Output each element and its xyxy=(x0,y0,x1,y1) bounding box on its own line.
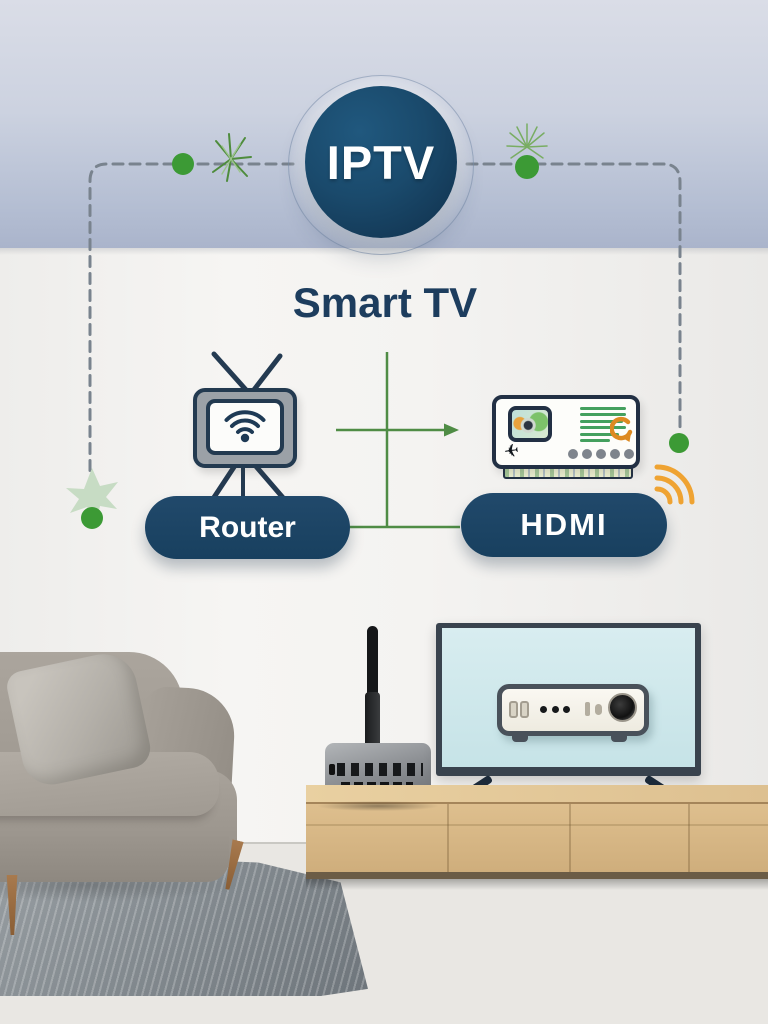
router-port xyxy=(329,764,335,775)
stb-marking xyxy=(595,704,602,715)
armchair xyxy=(0,640,295,950)
stb-lens-dial xyxy=(608,693,637,722)
smart-tv-title: Smart TV xyxy=(292,279,478,326)
stb-marking xyxy=(585,702,590,716)
stb-button-dot xyxy=(540,706,547,713)
set-top-box-on-screen xyxy=(497,684,649,736)
media-console xyxy=(306,785,768,891)
stb-knob xyxy=(520,701,529,718)
console-seam xyxy=(447,804,449,872)
hdmi-node-pill: HDMI xyxy=(461,493,667,557)
tv-frame xyxy=(436,623,701,776)
stb-foot xyxy=(611,735,627,742)
router-antenna-base xyxy=(365,692,380,754)
console-seam xyxy=(688,804,690,872)
tv-icon-screen xyxy=(206,399,284,455)
console-floor-shadow xyxy=(306,879,768,890)
stb-icon-mini-screen xyxy=(508,406,552,442)
console-top-surface xyxy=(306,785,768,804)
smart-tv-wifi-icon xyxy=(193,388,297,468)
plane-icon: ✈ xyxy=(502,440,521,462)
wifi-icon xyxy=(224,410,266,443)
console-bottom-edge xyxy=(306,872,768,879)
stb-button-dot xyxy=(552,706,559,713)
hdmi-label: HDMI xyxy=(520,507,608,542)
console-drawer-gap xyxy=(306,824,768,826)
router-antenna xyxy=(367,626,378,696)
stb-knob xyxy=(509,701,518,718)
refresh-arrow-icon xyxy=(610,416,633,442)
console-front-panels xyxy=(306,804,768,872)
console-seam xyxy=(569,804,571,872)
stb-foot xyxy=(512,735,528,742)
router-shadow xyxy=(318,801,438,811)
iptv-hub: IPTV xyxy=(305,86,457,238)
set-top-box-icon: ✈ xyxy=(492,395,640,469)
armchair-base xyxy=(0,836,229,882)
iptv-label: IPTV xyxy=(326,135,436,189)
armchair-leg-left xyxy=(6,875,18,935)
router-label: Router xyxy=(199,510,296,544)
stb-button-dot xyxy=(563,706,570,713)
stb-icon-button-dots xyxy=(568,449,634,459)
router-node-pill: Router xyxy=(145,496,350,559)
router-ports-row xyxy=(337,763,423,776)
